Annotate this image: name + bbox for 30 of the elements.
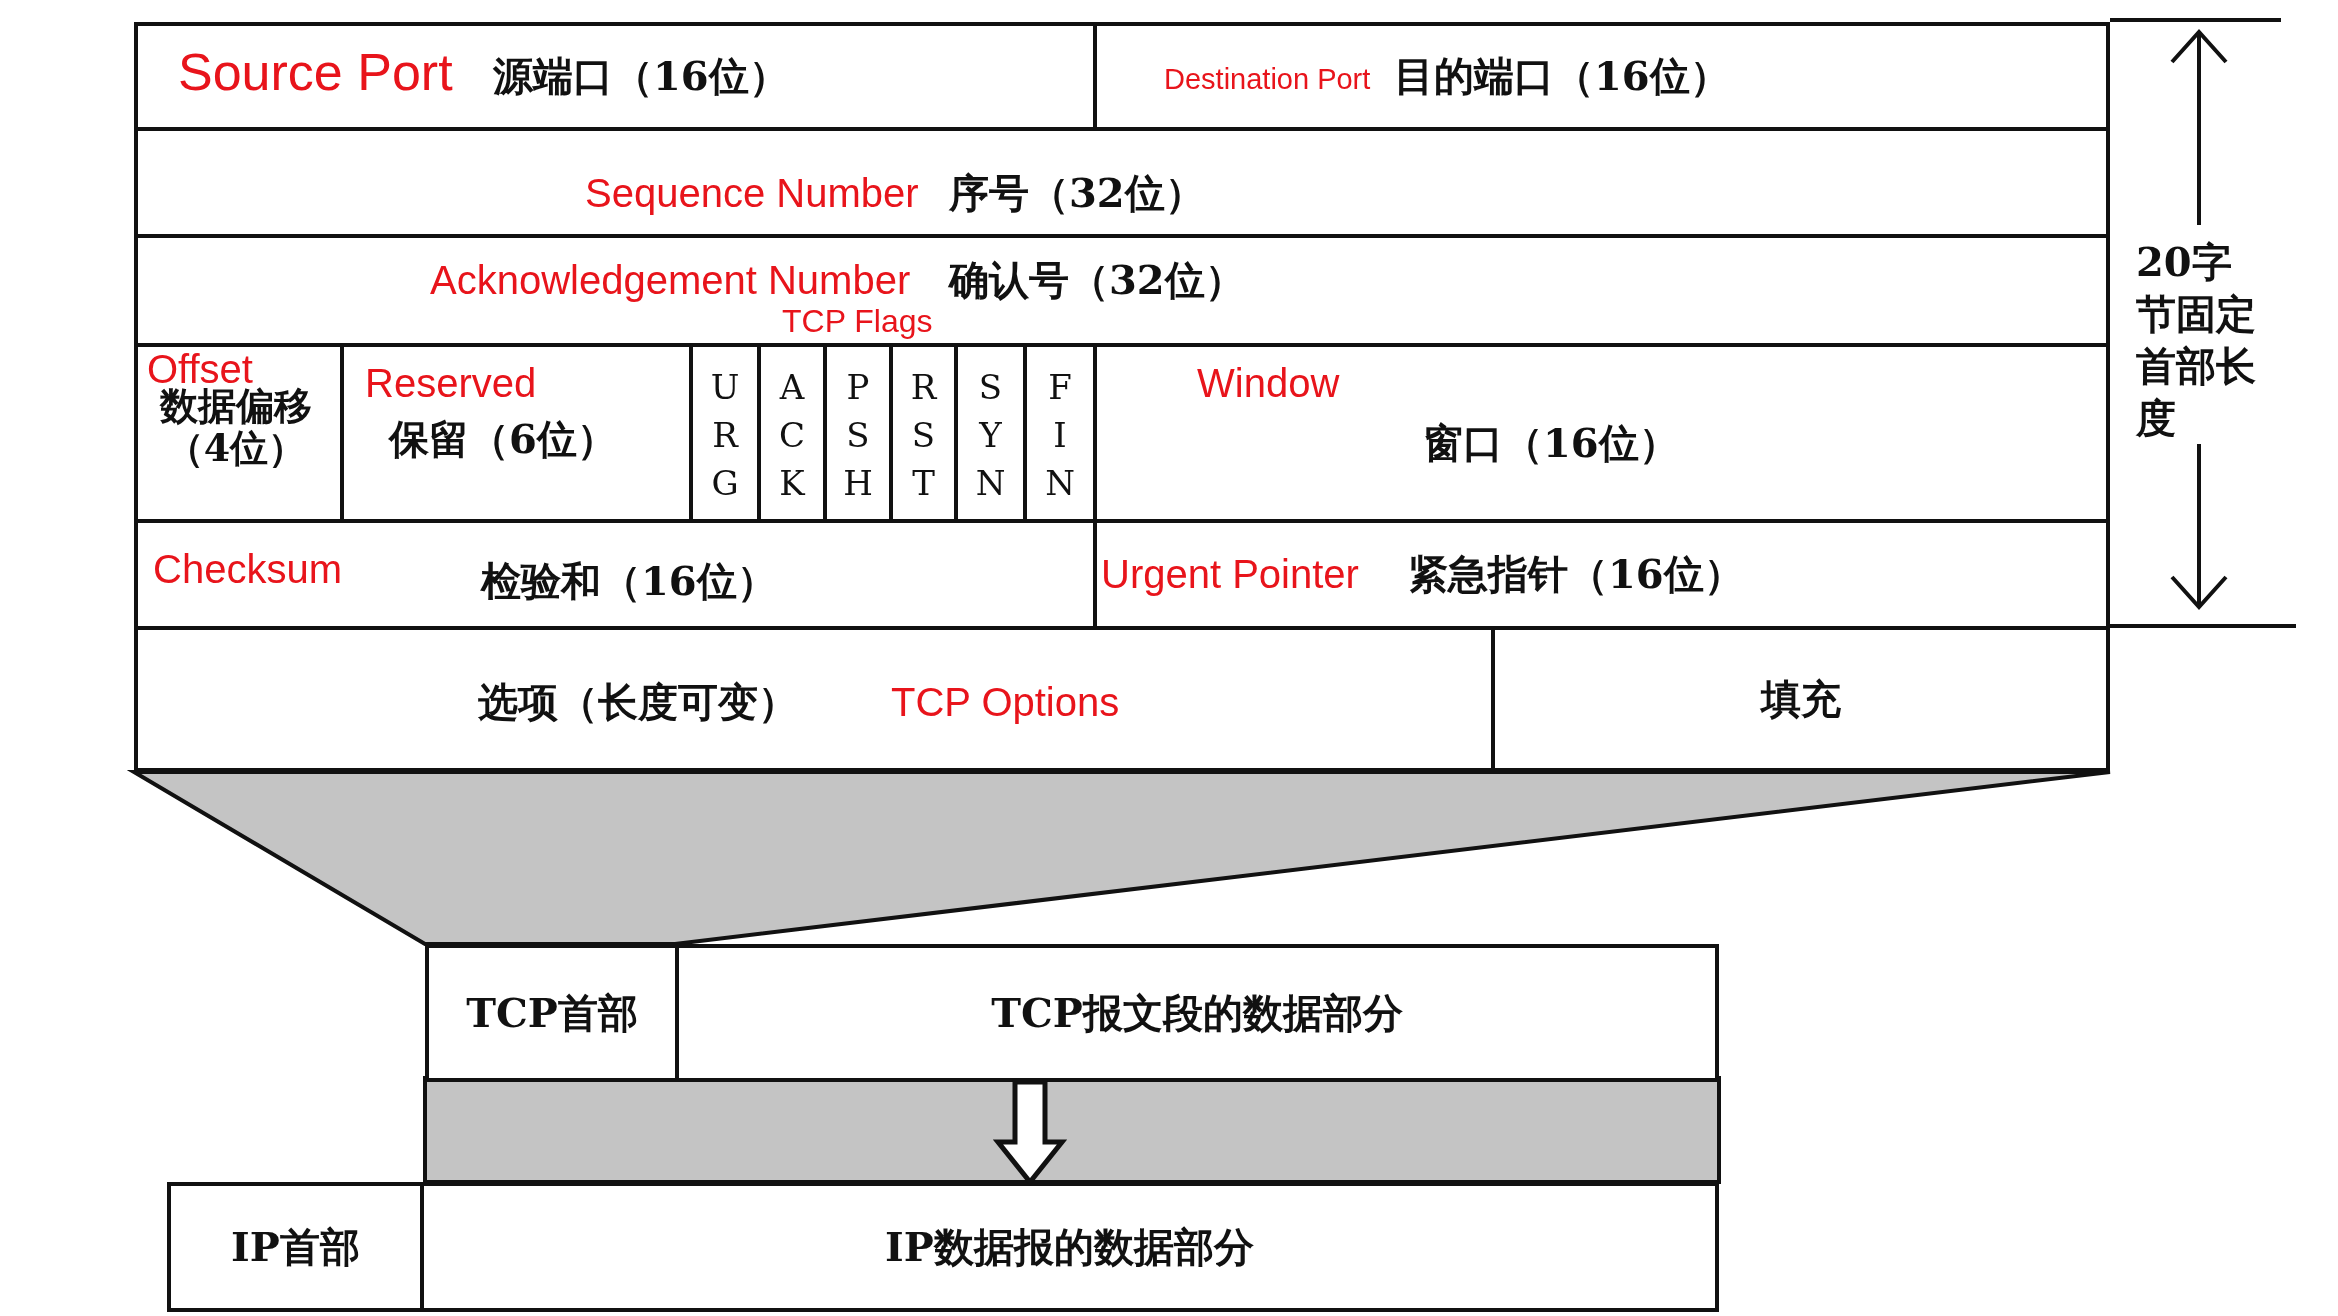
flag-name: P S H xyxy=(843,366,873,505)
field-name: Urgent Pointer xyxy=(1101,552,1359,596)
field-description: 确认号（32位） xyxy=(949,258,1245,302)
flag-name: R S T xyxy=(909,366,939,505)
field-name: Destination Port xyxy=(1164,64,1371,96)
field-description: 填充 xyxy=(1760,673,1841,724)
flag-name: U R G xyxy=(710,366,740,505)
flag-name: S Y N xyxy=(975,366,1006,505)
field-description: 序号（32位） xyxy=(949,171,1205,215)
field-name: Window xyxy=(1197,361,1340,405)
field-description: 窗口（16位） xyxy=(1423,421,1679,465)
field-name: Checksum xyxy=(153,547,342,591)
flag-name: F I N xyxy=(1045,366,1075,505)
field-description: 保留（6位） xyxy=(389,417,617,461)
flag-name: A C K xyxy=(778,366,807,505)
field-name: Sequence Number xyxy=(585,171,919,215)
field-description: 选项（长度可变） xyxy=(478,680,798,724)
field-description: 源端口（16位） xyxy=(493,54,789,98)
field-description: 目的端口（16位） xyxy=(1394,54,1730,98)
field-description: IP首部 xyxy=(231,1221,360,1272)
group-label: TCP Flags xyxy=(782,304,933,340)
field-description: TCP首部 xyxy=(466,987,638,1038)
field-description: TCP报文段的数据部分 xyxy=(991,987,1403,1038)
field-description: 紧急指针（16位） xyxy=(1408,552,1744,596)
field-name: Reserved xyxy=(365,361,537,405)
field-name: TCP Options xyxy=(891,680,1120,724)
field-name: Acknowledgement Number xyxy=(430,258,911,302)
field-description: 检验和（16位） xyxy=(481,559,777,603)
field-description: IP数据报的数据部分 xyxy=(885,1221,1254,1272)
field-name: Source Port xyxy=(178,44,453,102)
